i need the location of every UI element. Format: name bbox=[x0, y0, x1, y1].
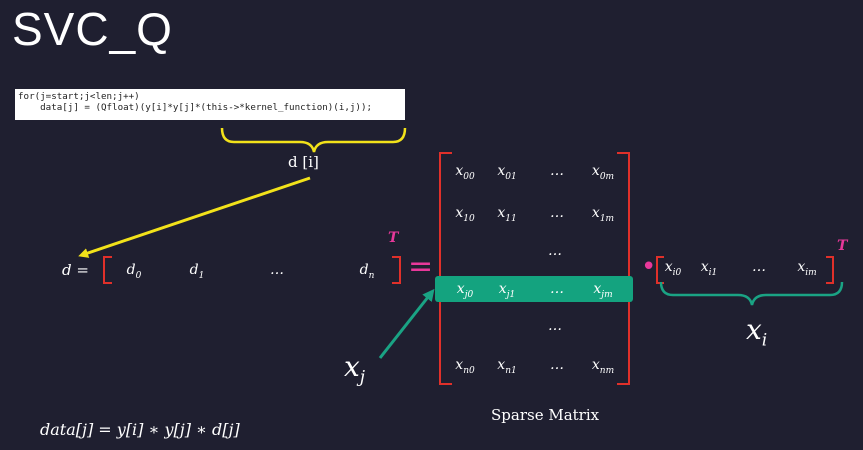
xj-label: xj bbox=[344, 350, 366, 388]
xi-entry-0: xi0 bbox=[664, 259, 682, 278]
matrix-cell: x1m bbox=[591, 205, 615, 224]
xi-right-bracket bbox=[826, 256, 834, 284]
matrix-cell: … bbox=[550, 281, 564, 297]
code-line-2: data[j] = (Qfloat)(y[i]*y[j]*(this->*ker… bbox=[18, 102, 373, 113]
matrix-cell: … bbox=[550, 163, 564, 179]
matrix-cell: … bbox=[548, 243, 562, 259]
matrix-cell: xjm bbox=[593, 281, 613, 300]
yellow-arrow bbox=[78, 176, 311, 258]
d-equals-label: d = bbox=[62, 261, 89, 279]
matrix-left-bracket bbox=[439, 152, 452, 385]
d-entry-n: dn bbox=[359, 262, 375, 281]
xi-label: xi bbox=[746, 313, 768, 351]
matrix-cell: x01 bbox=[497, 163, 517, 182]
matrix-cell: x11 bbox=[497, 205, 517, 224]
matrix-cell: … bbox=[550, 205, 564, 221]
green-brace bbox=[659, 281, 844, 306]
d-entry-ellipsis: … bbox=[270, 262, 284, 278]
matrix-cell: x10 bbox=[455, 205, 475, 224]
d-entry-0: d0 bbox=[126, 262, 142, 281]
green-arrow bbox=[378, 288, 435, 359]
code-snippet: for(j=start;j<len;j++) data[j] = (Qfloat… bbox=[15, 89, 405, 120]
matrix-cell: … bbox=[550, 357, 564, 373]
slide-title: SVC_Q bbox=[12, 3, 173, 55]
d-right-bracket bbox=[392, 256, 401, 284]
formula: data[j] = y[i] ∗ y[j] ∗ d[j] bbox=[40, 420, 240, 439]
dot-operator: • bbox=[641, 252, 657, 282]
xi-entry-ellipsis: … bbox=[752, 259, 766, 275]
d-transpose: T bbox=[388, 230, 399, 246]
matrix-cell: xn1 bbox=[497, 357, 517, 376]
matrix-cell: xnm bbox=[591, 357, 615, 376]
yellow-brace bbox=[220, 127, 407, 153]
d-i-label: d [i] bbox=[288, 153, 319, 171]
d-left-bracket bbox=[103, 256, 112, 284]
matrix-cell: xn0 bbox=[455, 357, 475, 376]
matrix-cell: xj1 bbox=[498, 281, 516, 300]
matrix-right-bracket bbox=[617, 152, 630, 385]
matrix-cell: x00 bbox=[455, 163, 475, 182]
matrix-cell: … bbox=[548, 318, 562, 334]
highlighted-row bbox=[435, 276, 633, 302]
equals-sign: = bbox=[408, 249, 434, 284]
matrix-cell: x0m bbox=[591, 163, 615, 182]
xi-entry-m: xim bbox=[797, 259, 817, 278]
matrix-cell: xj0 bbox=[456, 281, 474, 300]
xi-transpose: T bbox=[837, 238, 848, 254]
xi-entry-1: xi1 bbox=[700, 259, 718, 278]
d-entry-1: d1 bbox=[189, 262, 205, 281]
code-line-1: for(j=start;j<len;j++) bbox=[18, 91, 140, 102]
sparse-matrix-caption: Sparse Matrix bbox=[491, 406, 600, 424]
